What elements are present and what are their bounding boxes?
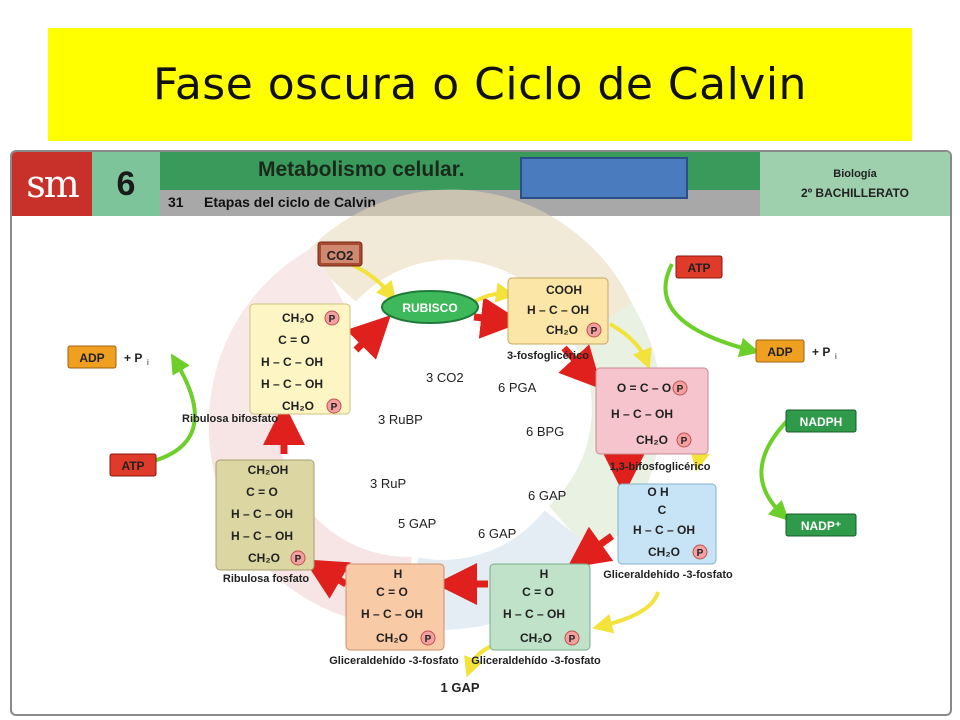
svg-text:P: P	[591, 326, 598, 337]
svg-text:CH₂O: CH₂O	[520, 631, 552, 645]
level-label: 2º BACHILLERATO	[801, 186, 909, 200]
adp-left-box: ADP + P i	[67, 345, 149, 369]
svg-text:H: H	[540, 567, 549, 581]
green-arrows	[149, 263, 790, 521]
gap2-name: Gliceraldehído -3-fosfato	[471, 655, 601, 667]
nadp-box: NADP⁺	[785, 513, 857, 537]
molecule-rubp: CH₂O C = O H – C – OH H – C – OH CH₂O P …	[182, 303, 351, 425]
svg-text:CH₂O: CH₂O	[282, 399, 314, 413]
rubisco-label: RUBISCO	[402, 301, 457, 315]
adp-right-label: ADP	[767, 345, 792, 359]
rubp-name: Ribulosa bifosfato	[182, 413, 278, 425]
svg-text:C = O: C = O	[246, 485, 278, 499]
subject-box: Biología 2º BACHILLERATO	[760, 152, 950, 216]
atp-left-box: ATP	[109, 453, 157, 477]
svg-text:P: P	[425, 634, 432, 645]
svg-text:H – C – OH: H – C – OH	[361, 607, 423, 621]
figure-title: Etapas del ciclo de Calvin	[204, 194, 376, 210]
pi-right-label: + P	[812, 345, 830, 359]
svg-text:H – C – OH: H – C – OH	[261, 355, 323, 369]
svg-text:O H: O H	[647, 485, 668, 499]
figure-number: 31	[168, 194, 184, 210]
svg-text:H – C – OH: H – C – OH	[633, 523, 695, 537]
publisher-logo: sm	[12, 152, 92, 216]
label-6gap-right: 6 GAP	[528, 488, 566, 503]
adp-right-box: ADP + P i	[755, 339, 837, 363]
gap3-name: Gliceraldehído -3-fosfato	[329, 655, 459, 667]
label-5gap: 5 GAP	[398, 516, 436, 531]
molecule-gap-2: H C = O H – C – OH CH₂O P Gliceraldehído…	[471, 563, 601, 667]
label-6bpg: 6 BPG	[526, 424, 564, 439]
slide-title-banner: Fase oscura o Ciclo de Calvin	[48, 28, 912, 141]
label-3co2: 3 CO2	[426, 370, 464, 385]
molecule-rup: CH₂OH C = O H – C – OH H – C – OH CH₂O P…	[215, 459, 315, 585]
svg-text:CH₂O: CH₂O	[248, 551, 280, 565]
svg-text:CH₂O: CH₂O	[282, 311, 314, 325]
atp-right-box: ATP	[675, 255, 723, 279]
logo-text: sm	[26, 162, 80, 206]
diagram-frame: sm 6 Metabolismo celular. 31 Etapas del …	[10, 150, 952, 716]
svg-text:P: P	[569, 634, 576, 645]
label-3rubp: 3 RuBP	[378, 412, 423, 427]
cycle-quantity-labels: 3 CO2 6 PGA 6 BPG 6 GAP 6 GAP 5 GAP 3 Ru…	[370, 370, 566, 541]
svg-text:H – C – OH: H – C – OH	[503, 607, 565, 621]
nadp-label: NADP⁺	[801, 519, 841, 533]
svg-text:P: P	[329, 314, 336, 325]
svg-text:C = O: C = O	[376, 585, 408, 599]
pga-name: 3-fosfoglicérico	[507, 350, 589, 362]
label-6gap-bottom: 6 GAP	[478, 526, 516, 541]
atp-left-label: ATP	[121, 459, 144, 473]
gap1-name: Gliceraldehído -3-fosfato	[603, 569, 733, 581]
molecule-pga: COOH H – C – OH CH₂O P 3-fosfoglicérico	[507, 277, 609, 362]
unit-number-box: 6	[92, 152, 160, 216]
svg-text:H – C – OH: H – C – OH	[527, 303, 589, 317]
molecule-gap-3: H C = O H – C – OH CH₂O P Gliceraldehído…	[329, 563, 459, 667]
svg-text:P: P	[295, 554, 302, 565]
unit-number: 6	[116, 164, 136, 203]
nadph-label: NADPH	[800, 415, 843, 429]
svg-text:C: C	[658, 503, 667, 517]
pi-right-sub: i	[835, 352, 837, 361]
svg-text:CH₂O: CH₂O	[376, 631, 408, 645]
atp-right-label: ATP	[687, 261, 710, 275]
calvin-cycle-diagram: CO2 RUBISCO ATP ADP + P i NADPH NADP⁺	[67, 189, 857, 695]
svg-text:C = O: C = O	[522, 585, 554, 599]
svg-text:CH₂O: CH₂O	[636, 433, 668, 447]
molecule-bpg: O = C – O H – C – OH CH₂O P P 1,3-bifosf…	[595, 367, 711, 473]
pi-left-sub: i	[147, 358, 149, 367]
bpg-name: 1,3-bifosfoglicérico	[610, 461, 711, 473]
output-1gap: 1 GAP	[440, 680, 479, 695]
blue-cover-rectangle	[520, 157, 688, 199]
molecule-gap-1: O H C H – C – OH CH₂O P Gliceraldehído -…	[603, 483, 733, 581]
svg-text:P: P	[697, 548, 704, 559]
rubisco-enzyme: RUBISCO	[381, 290, 479, 324]
svg-text:C = O: C = O	[278, 333, 310, 347]
co2-label: CO2	[327, 248, 354, 263]
svg-text:P: P	[681, 436, 688, 447]
svg-text:H – C – OH: H – C – OH	[231, 507, 293, 521]
svg-text:P: P	[331, 402, 338, 413]
svg-text:CH₂OH: CH₂OH	[248, 463, 289, 477]
svg-text:O = C – O: O = C – O	[617, 381, 671, 395]
pi-left-label: + P	[124, 351, 142, 365]
cycle-arrows	[263, 296, 645, 605]
rup-name: Ribulosa fosfato	[223, 573, 309, 585]
svg-text:H – C – OH: H – C – OH	[611, 407, 673, 421]
svg-text:CH₂O: CH₂O	[648, 545, 680, 559]
label-6pga: 6 PGA	[498, 380, 537, 395]
nadph-box: NADPH	[785, 409, 857, 433]
svg-text:H: H	[394, 567, 403, 581]
co2-box: CO2	[317, 241, 363, 267]
unit-title: Metabolismo celular.	[258, 158, 465, 181]
svg-text:CH₂O: CH₂O	[546, 323, 578, 337]
label-3rup: 3 RuP	[370, 476, 406, 491]
slide-title: Fase oscura o Ciclo de Calvin	[153, 59, 807, 110]
svg-text:COOH: COOH	[546, 283, 582, 297]
adp-left-label: ADP	[79, 351, 104, 365]
svg-text:H – C – OH: H – C – OH	[231, 529, 293, 543]
svg-text:P: P	[677, 384, 684, 395]
subject-label: Biología	[833, 168, 877, 180]
svg-text:H – C – OH: H – C – OH	[261, 377, 323, 391]
